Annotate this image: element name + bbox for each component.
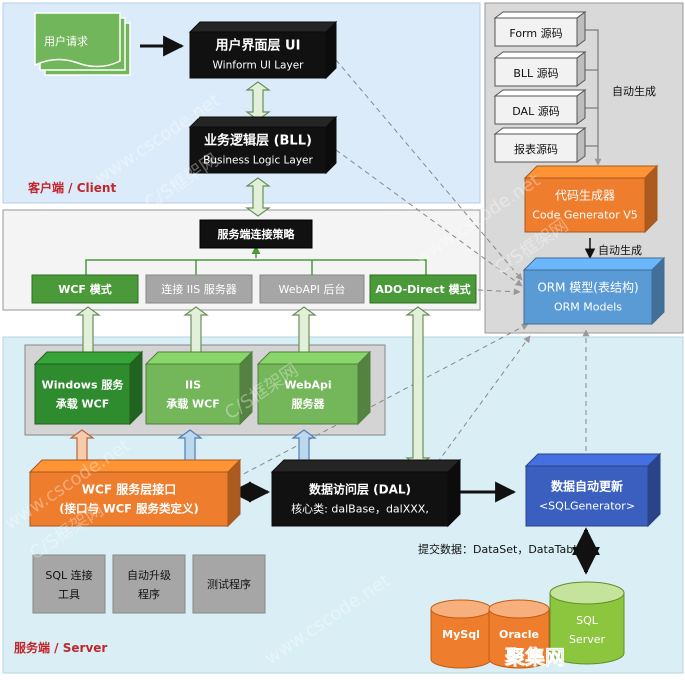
ui-layer-box: 用户界面层 UI Winform UI Layer (188, 20, 338, 80)
database-mysql: MySql (430, 599, 492, 669)
submit-data-label: 提交数据：DataSet，DataTable (418, 542, 583, 556)
bll-layer-line1: 业务逻辑层 (BLL) (204, 133, 312, 149)
sql-generator-line1: 数据自动更新 (551, 479, 623, 494)
hollow-arrows (69, 81, 431, 471)
database-mysql-label: MySql (442, 628, 480, 641)
bll-layer-line2: Business Logic Layer (203, 155, 313, 167)
host-iis-line2: 承载 WCF (166, 397, 220, 411)
sql-generator-box: 数据自动更新 <SQLGenerator> (524, 452, 662, 528)
code-generator-line2: Code Generator V5 (532, 209, 638, 222)
ui-layer-line2: Winform UI Layer (213, 60, 305, 72)
database-oracle: Oracle (488, 599, 550, 669)
tool-test: 测试程序 (192, 554, 266, 614)
mode-wcf-label: WCF 模式 (58, 282, 112, 296)
mode-iis-label: 连接 IIS 服务器 (161, 283, 236, 296)
dal-line1: 数据访问层 (DAL) (309, 482, 411, 497)
user-request-label: 用户请求 (44, 34, 88, 48)
mode-list: WCF 模式 连接 IIS 服务器 WebAPI 后台 ADO-Direct 模… (31, 274, 477, 304)
source-bll: BLL 源码 (493, 51, 587, 87)
database-oracle-label: Oracle (499, 628, 539, 641)
client-label: 客户端 / Client (27, 180, 116, 195)
mode-ado-label: ADO-Direct 模式 (375, 282, 470, 296)
wcf-interface-line1: WCF 服务层接口 (82, 482, 176, 497)
mode-ado: ADO-Direct 模式 (369, 274, 477, 304)
host-iis-line1: IIS (185, 379, 201, 392)
sql-generator-line2: <SQLGenerator> (539, 500, 635, 513)
tool-upgrade: 自动升级 程序 (112, 554, 186, 614)
source-form-label: Form 源码 (509, 26, 562, 40)
database-sql-line1: SQL (576, 614, 599, 627)
server-label: 服务端 / Server (14, 640, 107, 655)
tool-sql-line1: SQL 连接 (45, 569, 92, 582)
connection-strategy-box: 服务端连接策略 (199, 219, 313, 249)
tool-upgrade-line1: 自动升级 (127, 569, 171, 582)
mode-wcf: WCF 模式 (31, 274, 139, 304)
wcf-interface-box: WCF 服务层接口 (接口与 WCF 服务类定义) (28, 458, 242, 528)
source-form: Form 源码 (493, 11, 587, 47)
host-webapi-line2: 服务器 (292, 397, 326, 411)
source-report-label: 报表源码 (514, 142, 558, 156)
tool-sql-line2: 工具 (58, 588, 80, 601)
orm-model-line1: ORM 模型(表结构) (537, 280, 638, 295)
arrow-bll-strategy (245, 177, 271, 217)
user-request-doc: 用户请求 (34, 12, 131, 76)
mode-webapi-label: WebAPI 后台 (279, 282, 346, 296)
boxes: 用户界面层 UI Winform UI Layer 业务逻辑层 (BLL) Busin… (28, 20, 666, 528)
database-sqlserver: SQL Server (549, 581, 625, 665)
dal-box: 数据访问层 (DAL) 核心类: dalBase，dalXXX, (270, 458, 462, 528)
tool-upgrade-line2: 程序 (138, 587, 160, 601)
database-sql-line2: Server (569, 633, 606, 646)
ui-layer-line1: 用户界面层 UI (215, 38, 301, 54)
auto-generate-label-2: 自动生成 (598, 243, 642, 257)
source-dal-label: DAL 源码 (512, 104, 559, 118)
orm-model-box: ORM 模型(表结构) ORM Models (522, 256, 666, 326)
connection-strategy-label: 服务端连接策略 (218, 227, 296, 241)
auto-generate-label-1: 自动生成 (612, 84, 656, 98)
mode-webapi: WebAPI 后台 (259, 274, 365, 304)
tool-sql: SQL 连接 工具 (32, 554, 106, 614)
code-generator-line1: 代码生成器 (555, 189, 615, 203)
host-iis-box: IIS 承载 WCF (144, 350, 254, 426)
code-generator-box: 代码生成器 Code Generator V5 (523, 164, 659, 234)
mode-iis: 连接 IIS 服务器 (145, 274, 253, 304)
bll-layer-box: 业务逻辑层 (BLL) Business Logic Layer (188, 115, 338, 175)
host-windows-line1: Windows 服务 (42, 378, 125, 392)
wcf-interface-line2: (接口与 WCF 服务类定义) (59, 502, 199, 516)
connectors (85, 29, 602, 575)
source-bll-label: BLL 源码 (513, 66, 558, 80)
logo-text: 聚集网 (504, 645, 565, 669)
source-stack: Form 源码 BLL 源码 DAL 源码 报表源码 (493, 11, 587, 163)
source-report: 报表源码 (493, 127, 587, 163)
orm-model-line2: ORM Models (554, 301, 622, 314)
host-webapi-line1: WebApi (284, 379, 331, 392)
host-webapi-box: WebApi 服务器 (256, 350, 372, 426)
source-dal: DAL 源码 (493, 89, 587, 125)
tool-test-line1: 测试程序 (207, 577, 251, 591)
tool-list: SQL 连接 工具 自动升级 程序 测试程序 (32, 554, 266, 614)
dal-line2: 核心类: dalBase，dalXXX, (291, 502, 429, 516)
host-windows-line2: 承载 WCF (56, 397, 110, 411)
